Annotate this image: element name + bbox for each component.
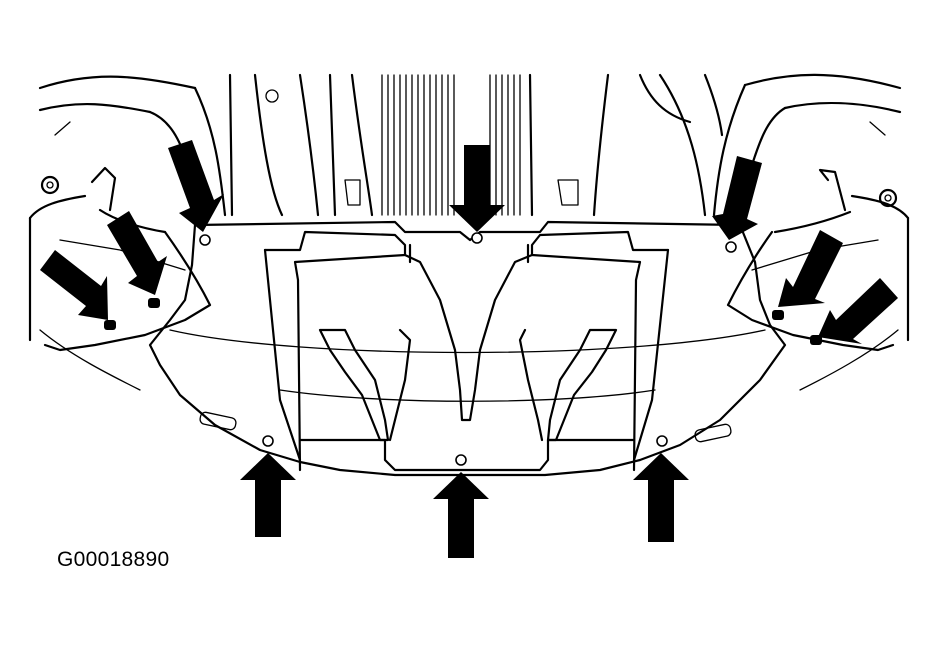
fastener-hole-upper-center [471,232,483,244]
clip-left-outer [104,320,116,330]
fastener-hole-front-right [656,435,668,447]
fastener-hole-front-left [262,435,274,447]
fastener-hole-upper-left [199,234,211,246]
arrow-up-left [240,453,296,537]
arrow-up-center [433,472,489,558]
figure-code-label: G00018890 [57,548,170,571]
radiator-fins [381,74,521,216]
arrow-down-upper-left [168,140,224,232]
fastener-locations [104,232,822,466]
arrow-down-center [449,145,505,232]
clip-left-inner [148,298,160,308]
vehicle-structure [28,73,910,391]
pointer-arrows [40,140,898,558]
arrow-up-right [633,453,689,542]
arrow-right-inner [778,230,843,307]
fastener-hole-front-center [455,454,467,466]
clip-right-outer [810,335,822,345]
arrow-down-upper-right [712,156,762,240]
clip-right-inner [772,310,784,320]
arrow-left-inner [107,211,167,295]
lower-splash-shield [43,220,895,477]
arrow-left-outer [40,250,108,320]
fastener-hole-upper-right [725,241,737,253]
arrow-right-outer [818,278,898,344]
